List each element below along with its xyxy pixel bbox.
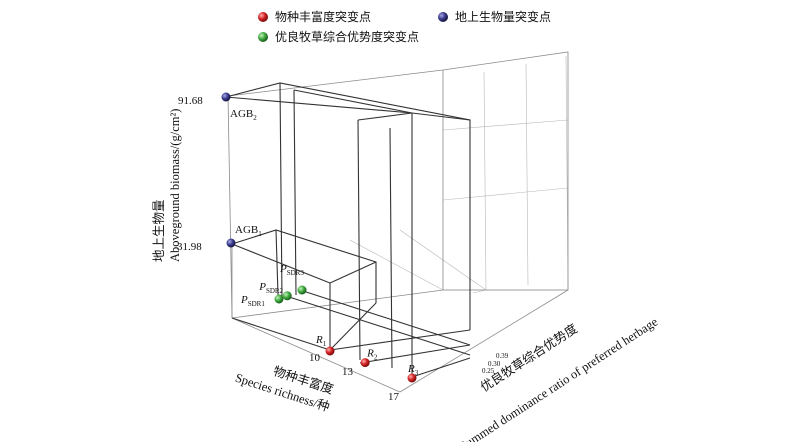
point-label-agb2: AGB2 bbox=[230, 108, 257, 122]
box-line bbox=[225, 82, 471, 330]
box-line bbox=[389, 127, 393, 369]
point-psdr2 bbox=[282, 291, 292, 301]
threshold-boxes bbox=[225, 82, 471, 378]
point-r3 bbox=[407, 373, 417, 383]
box-left-edge bbox=[227, 95, 233, 319]
box-line bbox=[329, 302, 377, 351]
y-tick-label: 0.30 bbox=[488, 360, 501, 368]
point-r1 bbox=[325, 346, 335, 356]
box-line bbox=[357, 119, 361, 361]
point-label-psdr2: PSDR2 bbox=[258, 281, 283, 295]
box-line bbox=[279, 82, 283, 301]
legend: 物种丰富度突变点 地上生物量突变点 优良牧草综合优势度突变点 bbox=[258, 9, 551, 44]
box-line bbox=[411, 112, 471, 121]
box-line bbox=[225, 96, 413, 114]
point-psdr3 bbox=[297, 285, 307, 295]
x-tick-label: 13 bbox=[342, 366, 354, 378]
box-line bbox=[329, 261, 377, 284]
grid-line bbox=[442, 119, 569, 131]
legend-marker-red bbox=[258, 12, 268, 22]
plot-box bbox=[227, 51, 569, 393]
legend-label: 地上生物量突变点 bbox=[455, 9, 551, 24]
box-line bbox=[231, 243, 331, 284]
point-agb1 bbox=[226, 238, 236, 248]
point-label-r1: R1 bbox=[315, 334, 327, 348]
grid-line bbox=[442, 187, 569, 201]
point-r2 bbox=[360, 358, 370, 368]
point-label-psdr3: PSDR3 bbox=[279, 263, 304, 277]
box-line bbox=[357, 112, 413, 121]
z-axis-title-cn: 地上生物量 bbox=[152, 199, 166, 262]
box-line bbox=[299, 289, 471, 346]
grid-line bbox=[525, 63, 529, 286]
legend-label: 物种丰富度突变点 bbox=[275, 9, 371, 24]
box-bottom-back bbox=[231, 289, 444, 319]
point-label-agb1: AGB1 bbox=[235, 224, 262, 238]
x-tick-label: 17 bbox=[388, 391, 400, 403]
legend-marker-blue bbox=[438, 12, 448, 22]
box-line bbox=[285, 295, 471, 356]
box-line bbox=[411, 357, 471, 378]
point-label-r3: R3 bbox=[407, 363, 419, 377]
x-axis-title: 物种丰富度 Species richness/种 bbox=[234, 363, 336, 414]
box-line bbox=[275, 229, 279, 296]
z-axis-title: 地上生物量 Aboveground biomass/(g/cm²) bbox=[152, 109, 182, 262]
z-tick-label: 91.68 bbox=[178, 95, 203, 107]
box-line bbox=[293, 89, 413, 114]
box-bottom-right bbox=[399, 289, 569, 393]
point-label-psdr1: PSDR1 bbox=[240, 294, 265, 308]
box-line bbox=[231, 229, 377, 303]
point-psdr1 bbox=[274, 294, 284, 304]
point-label-r2: R2 bbox=[366, 348, 378, 362]
x-tick-label: 10 bbox=[309, 352, 321, 364]
point-agb2 bbox=[221, 92, 231, 102]
y-tick-label: 0.25 bbox=[482, 367, 495, 375]
box-line bbox=[359, 344, 471, 364]
box-bottom-front bbox=[231, 317, 401, 393]
legend-label: 优良牧草综合优势度突变点 bbox=[275, 29, 419, 44]
legend-marker-green bbox=[258, 32, 268, 42]
grid-line bbox=[472, 289, 487, 294]
z-axis-title-en: Aboveground biomass/(g/cm²) bbox=[168, 109, 182, 262]
grid-line bbox=[483, 71, 487, 291]
grid-line bbox=[349, 239, 444, 291]
box-line bbox=[329, 329, 471, 351]
y-axis-title: 优良牧草综合优势度 Summed dominance ratio of pref… bbox=[457, 314, 661, 447]
box-top-edge bbox=[227, 51, 569, 291]
z-tick-label: 31.98 bbox=[177, 241, 202, 253]
box-line bbox=[231, 317, 331, 351]
y-tick-label: 0.39 bbox=[496, 352, 509, 360]
box-line bbox=[293, 89, 297, 296]
